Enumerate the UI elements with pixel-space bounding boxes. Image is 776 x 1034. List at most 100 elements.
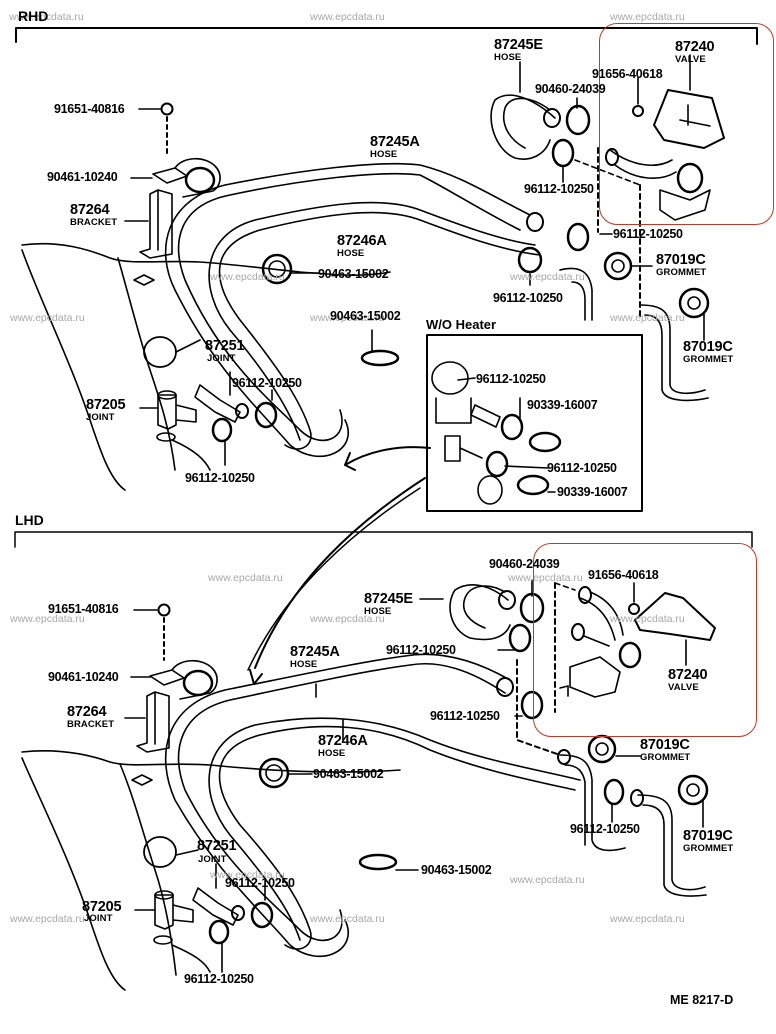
part-label-joint-251-num[interactable]: 87251 (205, 338, 245, 354)
grommet-icon (603, 251, 633, 281)
clamp-96112-icon-lhd (508, 623, 532, 653)
watermark: www.epcdata.ru (610, 613, 685, 625)
clip-90460-icon (565, 104, 591, 136)
part-label-clip-15002-a-lhd[interactable]: 90463-15002 (313, 767, 384, 781)
clamp-96112-icon (551, 138, 575, 168)
watermark: www.epcdata.ru (210, 271, 285, 283)
part-label-wo-plug-1[interactable]: 90339-16007 (527, 398, 598, 412)
watermark: www.epcdata.ru (310, 613, 385, 625)
part-label-hose-e-num-lhd[interactable]: 87245E (364, 591, 413, 607)
part-label-nut[interactable]: 91656-40618 (592, 67, 663, 81)
watermark: www.epcdata.ru (610, 11, 685, 23)
part-label-hose-246a-name: HOSE (337, 248, 365, 259)
part-label-clip-90460-lhd[interactable]: 90460-24039 (489, 557, 560, 571)
part-label-wo-clamp-2[interactable]: 96112-10250 (547, 461, 617, 475)
part-label-hose-a-name-lhd: HOSE (290, 659, 318, 670)
part-label-joint-251-num-lhd[interactable]: 87251 (197, 838, 237, 854)
part-label-valve-num[interactable]: 87240 (675, 39, 715, 55)
part-label-clamp-mid[interactable]: 96112-10250 (493, 291, 563, 305)
body-outline (21, 242, 391, 276)
clamp-right-icon-lhd (603, 778, 625, 806)
part-label-bolt-lhd[interactable]: 91651-40816 (48, 602, 119, 616)
bolt-icon (160, 102, 174, 116)
part-label-wo-clamp-1[interactable]: 96112-10250 (476, 372, 546, 386)
part-label-hose-246a-name-lhd: HOSE (318, 748, 346, 759)
part-label-clamp-upper-lhd[interactable]: 96112-10250 (386, 643, 456, 657)
mount-square-icon (133, 274, 155, 286)
part-label-bracket-num-lhd[interactable]: 87264 (67, 704, 107, 720)
diagram-code: ME 8217-D (670, 993, 734, 1007)
part-label-valve-num-lhd[interactable]: 87240 (668, 667, 708, 683)
part-label-hose-246a-num[interactable]: 87246A (337, 233, 387, 249)
part-label-clamp-joint-lhd[interactable]: 96112-10250 (225, 876, 295, 890)
part-label-hose-e-name-lhd: HOSE (364, 606, 392, 617)
part-label-bracket-name: BRACKET (70, 217, 118, 228)
watermark: www.epcdata.ru (310, 913, 385, 925)
watermark: www.epcdata.ru (610, 312, 685, 324)
part-label-hose-246a-num-lhd[interactable]: 87246A (318, 733, 368, 749)
part-label-grommet-1-num-lhd[interactable]: 87019C (640, 737, 690, 753)
part-label-grommet-1-num[interactable]: 87019C (656, 252, 706, 268)
hose-87245e (490, 94, 556, 160)
valve-highlight-lhd (533, 543, 757, 737)
part-label-valve-name: VALVE (675, 54, 706, 65)
part-label-grommet-1-name-lhd: GROMMET (640, 752, 691, 763)
clip-90463b-icon-lhd (358, 853, 398, 871)
part-label-clamp-bottom[interactable]: 96112-10250 (185, 471, 255, 485)
part-label-clip-15002-a[interactable]: 90463-15002 (318, 267, 389, 281)
hose-87246a (218, 211, 541, 450)
part-label-hose-e-num[interactable]: 87245E (494, 37, 543, 53)
part-label-joint-251-name: JOINT (207, 353, 236, 364)
part-label-clamp-right[interactable]: 96112-10250 (613, 227, 683, 241)
valve-87240-icon (605, 54, 725, 221)
watermark: www.epcdata.ru (310, 11, 385, 23)
part-label-bracket-name-lhd: BRACKET (67, 719, 115, 730)
part-label-wo-plug-2[interactable]: 90339-16007 (557, 485, 628, 499)
part-label-hose-e-name: HOSE (494, 52, 522, 63)
part-label-grommet-2-name-lhd: GROMMET (683, 843, 734, 854)
clamp-joint-icon (254, 401, 278, 429)
part-label-joint-251-name-lhd: JOINT (198, 854, 227, 865)
joint-87251-icon-lhd (143, 836, 245, 926)
part-label-nut-lhd[interactable]: 91656-40618 (588, 568, 659, 582)
part-label-hose-a-num-lhd[interactable]: 87245A (290, 644, 340, 660)
part-label-hose-a-num[interactable]: 87245A (370, 134, 420, 150)
joint-87251-icon (143, 336, 249, 423)
part-label-clamp-bottom-lhd[interactable]: 96112-10250 (184, 972, 254, 986)
joint-87205-icon (156, 390, 197, 442)
valve-highlight-rhd (599, 23, 774, 225)
grommet-icon-2-lhd (677, 774, 709, 806)
part-label-clamp-bracket[interactable]: 90461-10240 (47, 170, 118, 184)
part-label-clip-15002-b[interactable]: 90463-15002 (330, 309, 401, 323)
part-label-bracket-num[interactable]: 87264 (70, 202, 110, 218)
hose-87246a-lhd (218, 725, 576, 950)
watermark: www.epcdata.ru (310, 312, 385, 324)
part-label-grommet-2-num[interactable]: 87019C (683, 339, 733, 355)
section-title-wo-heater: W/O Heater (426, 317, 497, 332)
part-label-clip-90460[interactable]: 90460-24039 (535, 82, 606, 96)
part-label-clamp-right-lhd[interactable]: 96112-10250 (570, 822, 640, 836)
part-label-joint-205-num[interactable]: 87205 (86, 397, 126, 413)
watermark: www.epcdata.ru (208, 572, 283, 584)
part-label-grommet-1-name: GROMMET (656, 267, 707, 278)
hose-87245a-lhd (177, 662, 506, 942)
hose-87245a (177, 172, 521, 442)
part-label-clip-15002-b-lhd[interactable]: 90463-15002 (421, 863, 492, 877)
part-label-clamp-upper[interactable]: 96112-10250 (524, 182, 594, 196)
part-label-hose-a-name: HOSE (370, 149, 398, 160)
part-label-bolt[interactable]: 91651-40816 (54, 102, 125, 116)
part-label-clamp-joint[interactable]: 96112-10250 (232, 376, 302, 390)
part-label-joint-205-name-lhd: JOINT (84, 913, 113, 924)
watermark: www.epcdata.ru (210, 869, 285, 881)
part-label-clamp-bracket-lhd[interactable]: 90461-10240 (48, 670, 119, 684)
part-label-grommet-2-num-lhd[interactable]: 87019C (683, 828, 733, 844)
pipe-right (639, 304, 706, 395)
part-label-joint-205-num-lhd[interactable]: 87205 (82, 899, 122, 915)
part-label-clamp-lower-lhd[interactable]: 96112-10250 (430, 709, 500, 723)
watermark: www.epcdata.ru (510, 271, 585, 283)
nut-icon (632, 105, 644, 117)
section-title-rhd: RHD (18, 8, 49, 24)
clip-90463b-icon (360, 349, 400, 367)
hose-87245e-lhd (449, 584, 511, 641)
